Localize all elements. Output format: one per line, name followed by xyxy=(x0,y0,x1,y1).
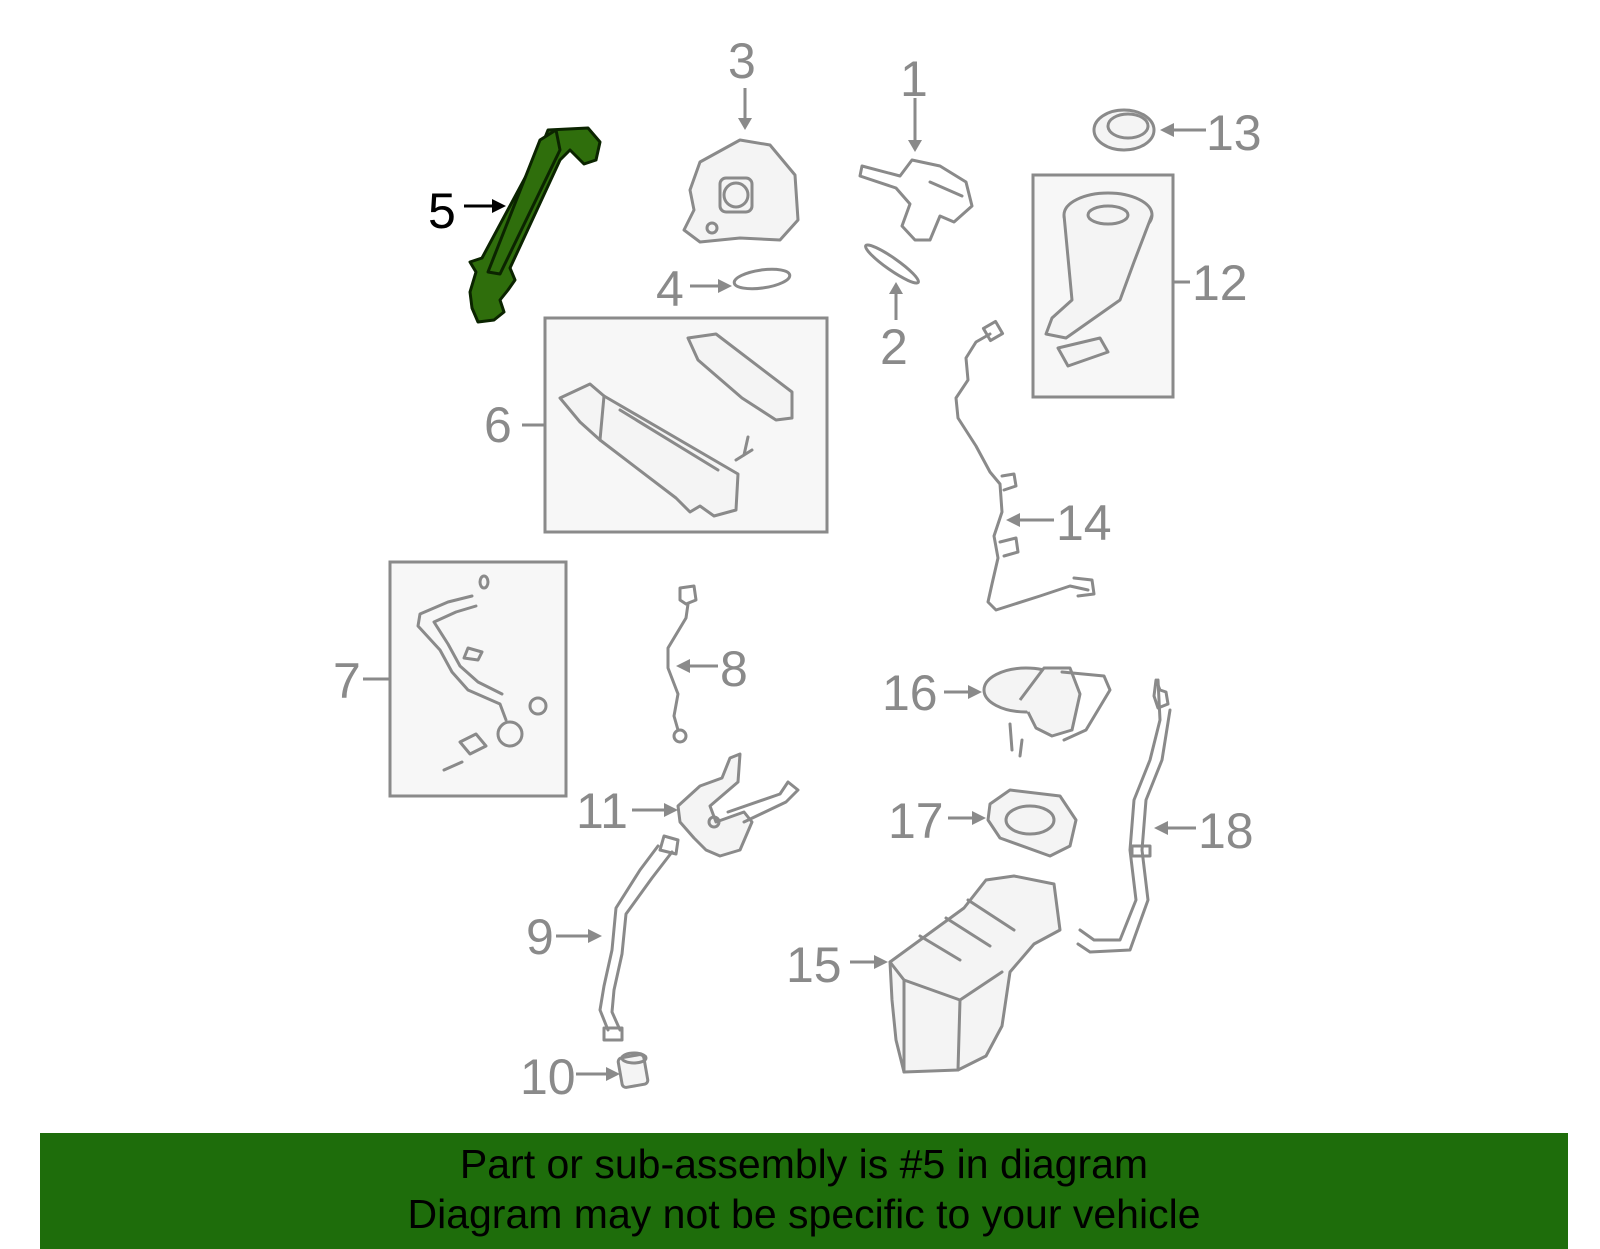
info-banner: Part or sub-assembly is #5 in diagram Di… xyxy=(40,1133,1568,1249)
callout-9[interactable]: 9 xyxy=(526,909,554,965)
part-14-harness[interactable] xyxy=(954,319,1096,612)
callout-1[interactable]: 1 xyxy=(900,51,928,107)
banner-line-disclaimer: Diagram may not be specific to your vehi… xyxy=(407,1191,1201,1237)
callout-10[interactable]: 10 xyxy=(520,1049,576,1105)
callout-3[interactable]: 3 xyxy=(728,33,756,89)
part-4-o-ring[interactable] xyxy=(732,266,792,292)
part-2-gasket[interactable] xyxy=(862,241,921,288)
part-16-valve[interactable] xyxy=(982,666,1112,758)
callout-15[interactable]: 15 xyxy=(786,937,842,993)
callout-4[interactable]: 4 xyxy=(656,261,684,317)
part-6-egr-cooler[interactable] xyxy=(558,332,794,518)
part-17-gasket[interactable] xyxy=(986,788,1078,858)
banner-line-part: Part or sub-assembly is #5 in diagram xyxy=(459,1141,1149,1187)
callout-2[interactable]: 2 xyxy=(880,319,908,375)
part-13-cap[interactable] xyxy=(1092,108,1156,152)
part-10-fitting[interactable] xyxy=(616,1051,650,1089)
callout-6[interactable]: 6 xyxy=(484,397,512,453)
callout-18[interactable]: 18 xyxy=(1198,803,1254,859)
part-11-bracket[interactable] xyxy=(676,752,800,858)
callout-5[interactable]: 5 xyxy=(428,183,456,239)
callout-16[interactable]: 16 xyxy=(882,665,938,721)
callout-12[interactable]: 12 xyxy=(1192,255,1248,311)
callout-8[interactable]: 8 xyxy=(720,641,748,697)
callout-13[interactable]: 13 xyxy=(1206,105,1262,161)
part-9-tube[interactable] xyxy=(598,834,680,1042)
part-5-egr-tube[interactable] xyxy=(468,126,602,324)
part-7-tube-kit[interactable] xyxy=(416,574,548,772)
part-1-valve[interactable] xyxy=(858,158,974,242)
callout-14[interactable]: 14 xyxy=(1056,495,1112,551)
part-12-filter-housing[interactable] xyxy=(1044,191,1154,368)
part-15-oil-pan[interactable] xyxy=(888,874,1062,1074)
part-3-cover[interactable] xyxy=(682,138,800,244)
part-18-dipstick-tube[interactable] xyxy=(1076,678,1172,954)
callout-11[interactable]: 11 xyxy=(576,783,628,839)
group-box-7 xyxy=(388,560,568,798)
callout-17[interactable]: 17 xyxy=(888,793,944,849)
part-8-sensor[interactable] xyxy=(666,584,698,744)
callout-7[interactable]: 7 xyxy=(333,653,361,709)
